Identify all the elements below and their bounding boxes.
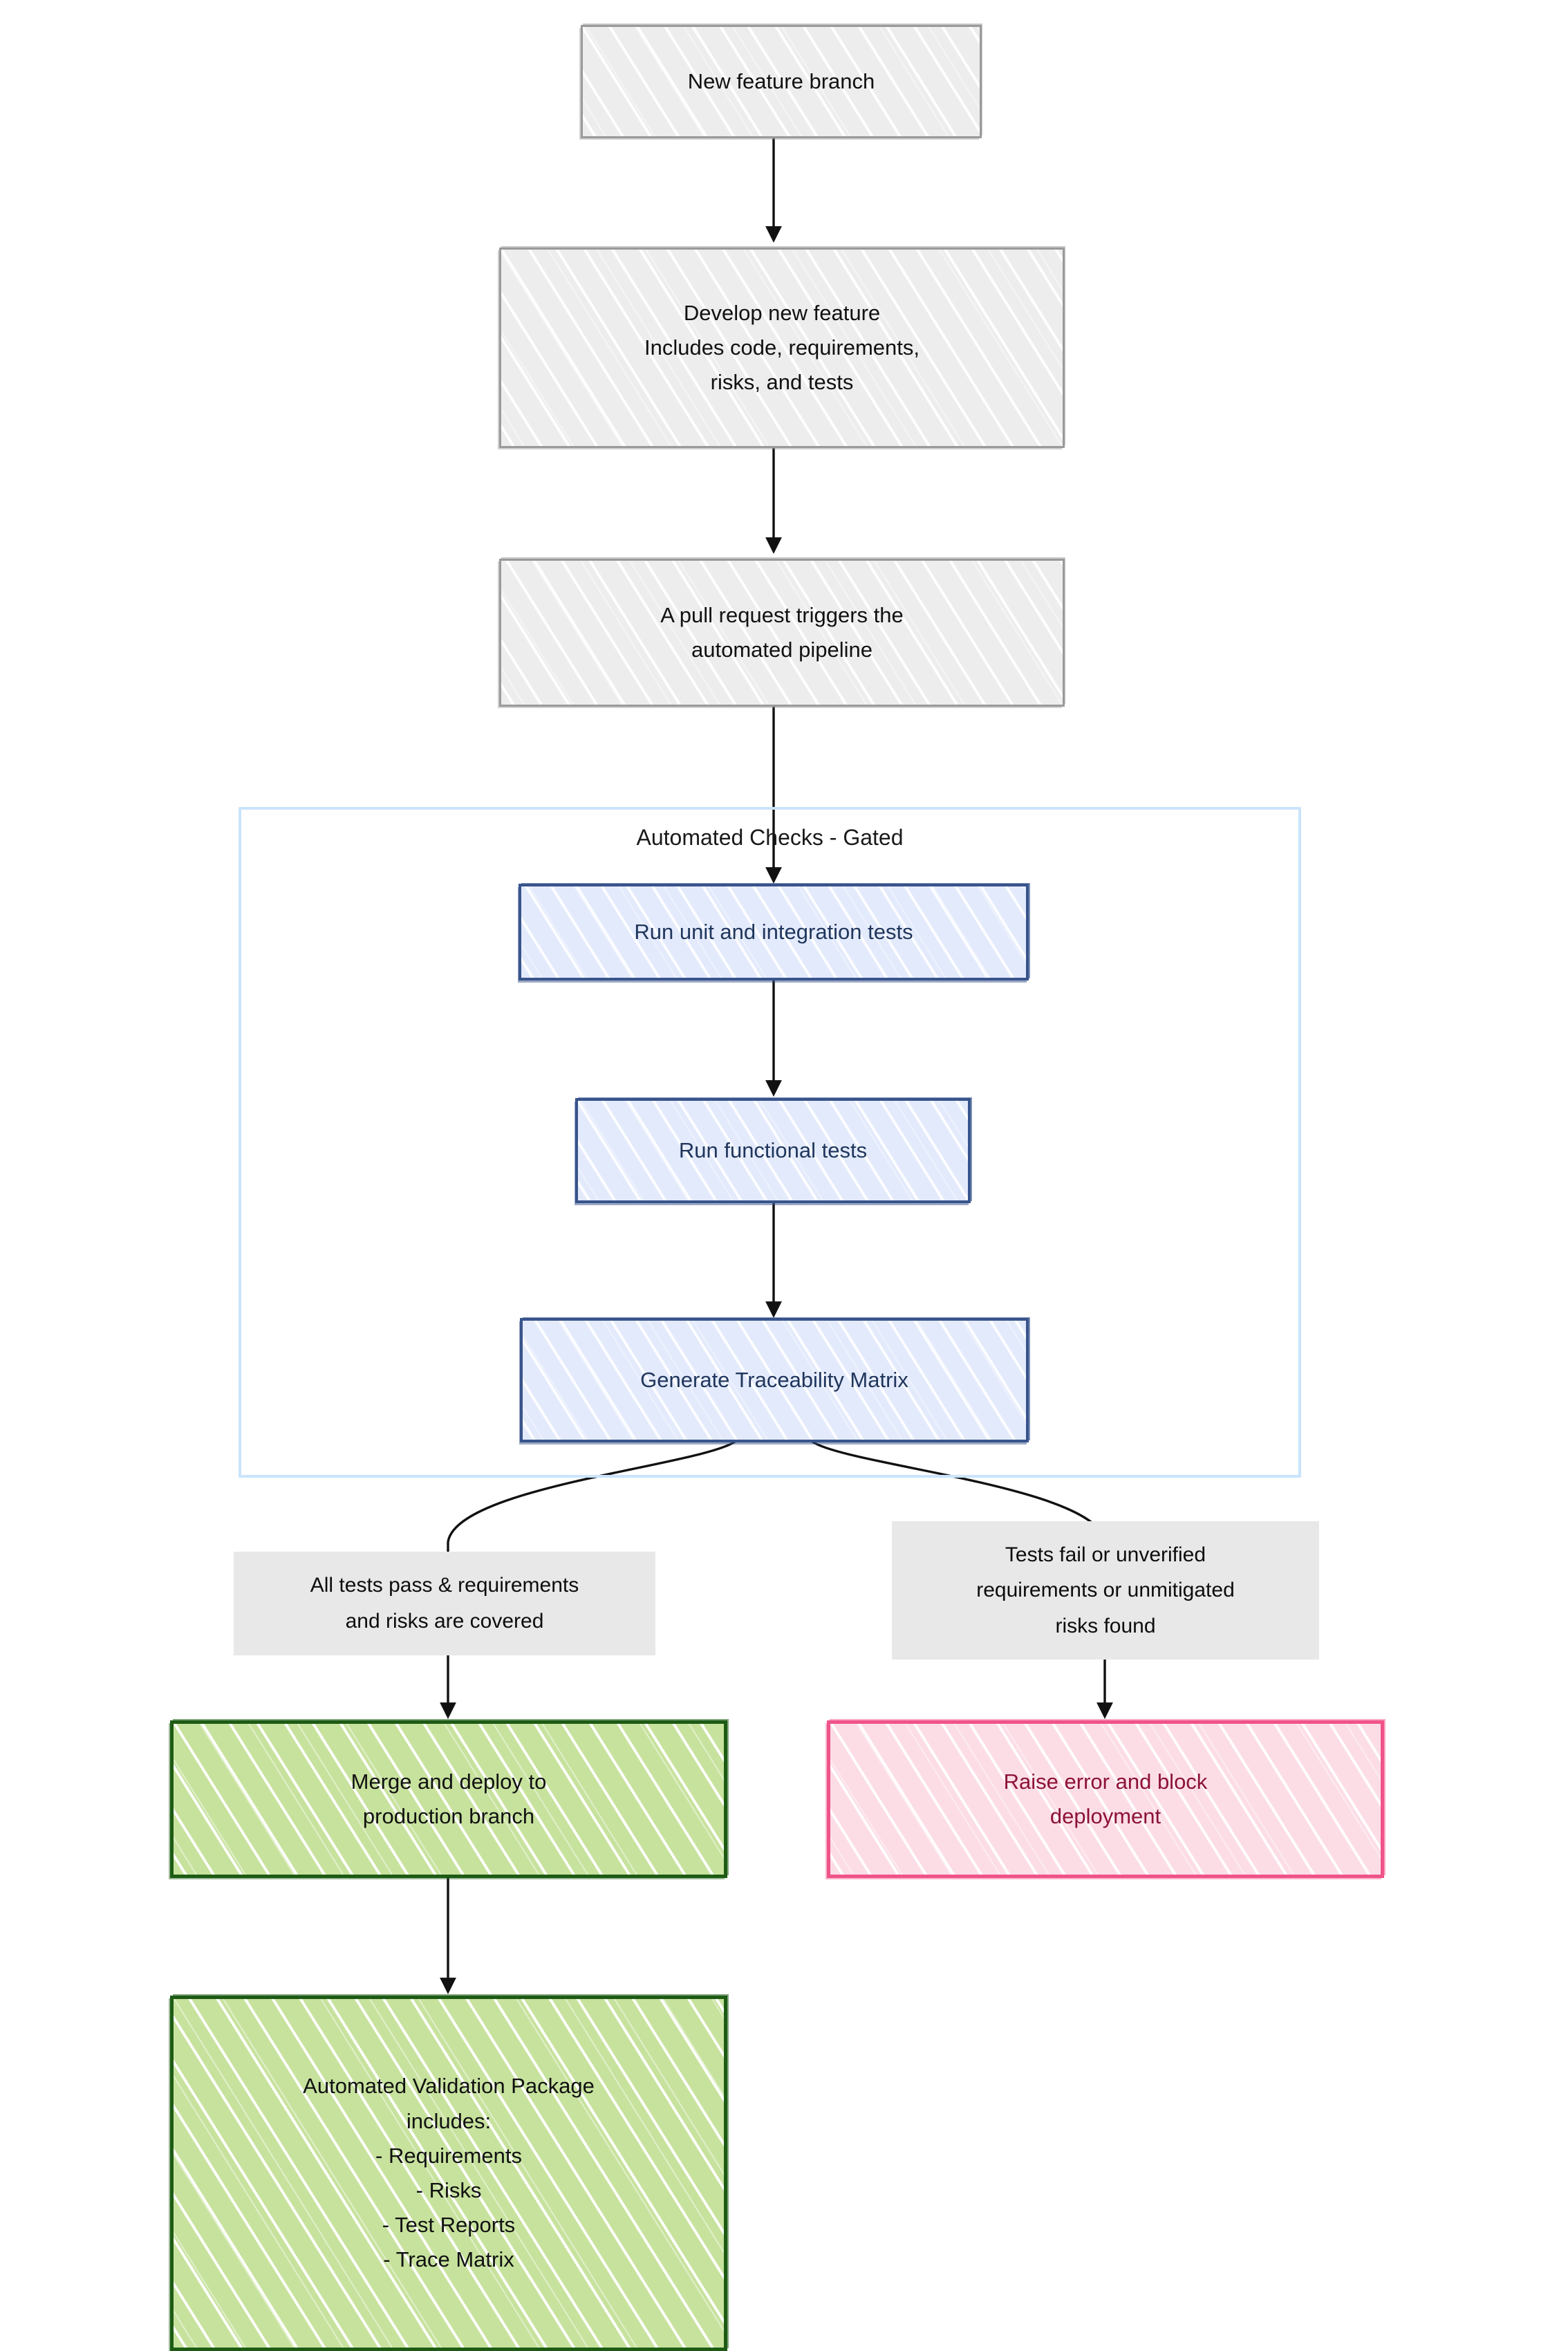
node-label: Merge and deploy to production branch (351, 1769, 547, 1828)
node-develop-new-feature[interactable]: Develop new feature Includes code, requi… (499, 248, 1065, 448)
node-label: New feature branch (687, 68, 875, 93)
node-label: Raise error and block deployment (1003, 1769, 1208, 1828)
subgraph-automated-checks: Automated Checks - Gated (239, 807, 1301, 1478)
node-label: Run functional tests (678, 1137, 868, 1162)
node-run-unit-integration-tests[interactable]: Run unit and integration tests (519, 884, 1029, 981)
node-generate-traceability-matrix[interactable]: Generate Traceability Matrix (520, 1318, 1029, 1442)
edge-label-text: Tests fail or unverified requirements or… (976, 1543, 1235, 1637)
node-raise-error[interactable]: Raise error and block deployment (827, 1720, 1384, 1878)
subgraph-title: Automated Checks - Gated (636, 825, 904, 850)
edge-label-text: All tests pass & requirements and risks … (310, 1574, 579, 1633)
node-pull-request[interactable]: A pull request triggers the automated pi… (499, 559, 1065, 707)
node-label: A pull request triggers the automated pi… (660, 602, 904, 662)
node-label: Automated Validation Package includes: -… (303, 2074, 595, 2272)
edge-label-fail-branch: Tests fail or unverified requirements or… (892, 1521, 1319, 1660)
node-new-feature-branch[interactable]: New feature branch (581, 25, 982, 138)
edge-label-pass-branch: All tests pass & requirements and risks … (234, 1552, 655, 1655)
node-label: Develop new feature Includes code, requi… (644, 300, 920, 395)
node-merge-and-deploy[interactable]: Merge and deploy to production branch (170, 1720, 727, 1878)
node-run-functional-tests[interactable]: Run functional tests (575, 1098, 971, 1203)
node-label: Run unit and integration tests (634, 919, 913, 944)
node-label: Generate Traceability Matrix (640, 1367, 908, 1392)
node-validation-package[interactable]: Automated Validation Package includes: -… (170, 1996, 727, 2351)
